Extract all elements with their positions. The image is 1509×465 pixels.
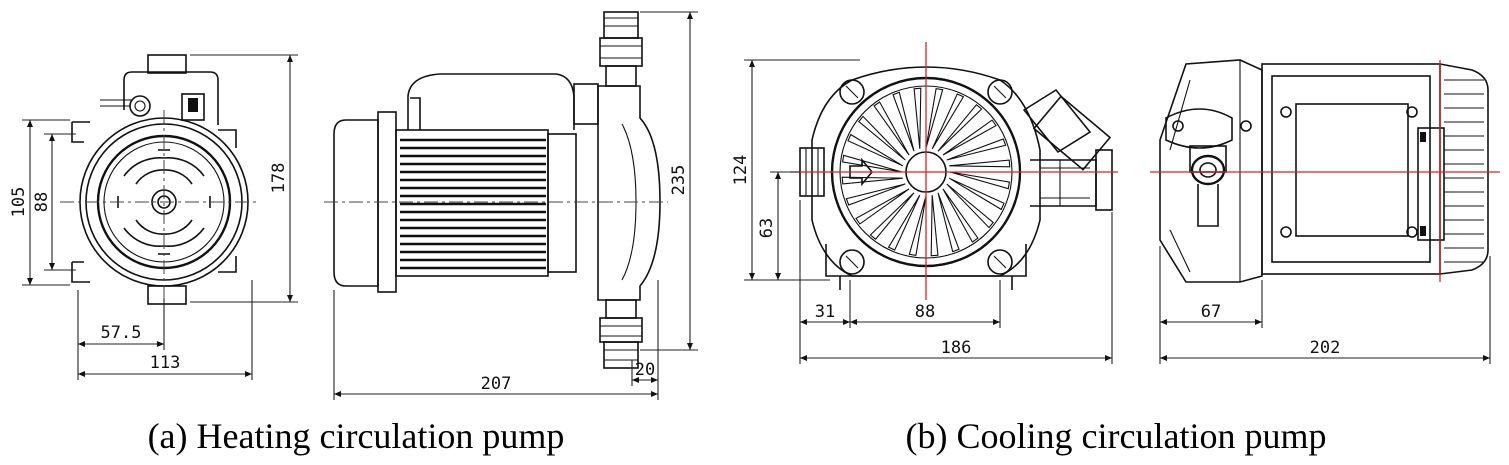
impeller-spoke: [887, 194, 921, 251]
cooling-side-view: [1150, 59, 1500, 283]
impeller-spoke: [942, 188, 979, 243]
cooling-front-dimensions: 124 63 31 88 186: [731, 59, 1113, 364]
caption-cooling: (b) Cooling circulation pump: [906, 416, 1327, 456]
dim-label-57-5: 57.5: [101, 323, 142, 343]
dim-label-88-cooling: 88: [915, 302, 935, 322]
impeller-spoke: [949, 159, 1011, 168]
dim-label-178: 178: [269, 163, 289, 194]
dim-label-235: 235: [669, 165, 689, 196]
impeller-spoke: [925, 87, 944, 149]
dim-label-63: 63: [757, 218, 777, 238]
impeller-spoke: [942, 119, 997, 156]
dim-label-124: 124: [731, 155, 751, 186]
heating-front-dimensions: 105 88 178 57.5 113: [9, 54, 298, 380]
cooling-side-dimensions: 67 202: [1159, 246, 1491, 364]
impeller-spoke: [931, 93, 965, 150]
impeller-spoke: [949, 171, 1011, 190]
impeller-spoke: [873, 101, 910, 156]
heating-side-view: [324, 11, 668, 369]
dim-label-31: 31: [815, 302, 835, 322]
dim-label-88: 88: [32, 192, 52, 212]
dim-label-202: 202: [1310, 338, 1341, 358]
caption-heating: (a) Heating circulation pump: [148, 416, 565, 456]
impeller-spoke: [948, 177, 1005, 211]
impeller-spoke: [946, 183, 994, 229]
impeller-spoke: [913, 87, 922, 149]
impeller-spoke: [930, 195, 939, 257]
impeller-spoke: [908, 195, 927, 257]
heating-front-view: [60, 54, 258, 305]
impeller-spoke: [937, 104, 983, 152]
impeller-spoke: [855, 188, 910, 225]
dim-label-105: 105: [9, 187, 29, 218]
impeller-spoke: [841, 176, 903, 185]
heating-side-dimensions: 235 20 207: [333, 11, 698, 400]
cooling-front-view: [790, 42, 1118, 300]
impeller-spoke: [946, 138, 1007, 161]
impeller-spoke: [858, 115, 906, 161]
dim-label-207: 207: [481, 374, 512, 394]
impeller-spoke: [847, 133, 904, 167]
impeller-spoke: [841, 154, 903, 173]
dim-label-67: 67: [1201, 302, 1221, 322]
dim-label-113: 113: [150, 353, 181, 373]
impeller-spoke: [937, 192, 960, 253]
dim-label-186: 186: [941, 338, 972, 358]
dim-label-20: 20: [635, 360, 655, 380]
impeller-spoke: [869, 192, 915, 240]
impeller-spoke: [892, 91, 915, 152]
impeller-spoke: [845, 183, 906, 206]
